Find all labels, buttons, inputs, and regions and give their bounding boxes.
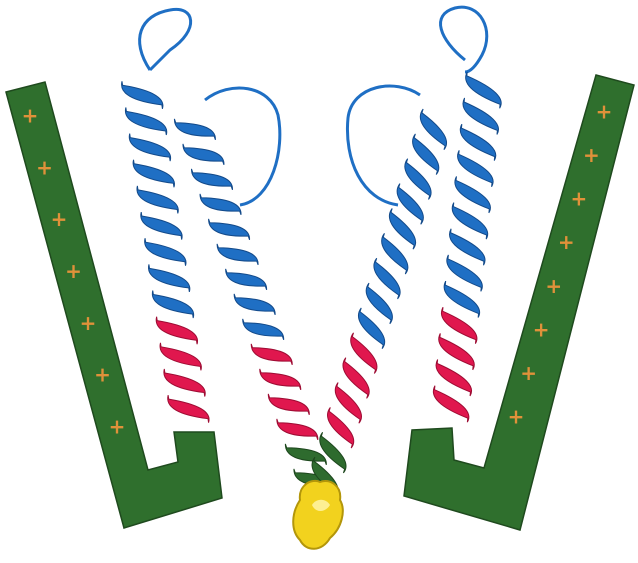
positive-charge-sign: + [36,155,53,179]
positive-charge-sign: + [558,230,575,254]
positive-charge-sign: + [596,100,613,124]
positive-charge-sign: + [583,143,600,167]
positive-charge-sign: + [533,317,550,341]
positive-charge-sign: + [545,274,562,298]
positive-charge-sign: + [51,207,68,231]
positive-charge-sign: + [80,311,97,335]
positive-charge-sign: + [109,415,126,439]
positive-charge-sign: + [65,259,82,283]
positive-charge-sign: + [570,187,587,211]
positive-charge-sign: + [22,104,39,128]
positive-charge-sign: + [508,405,525,429]
positive-charge-sign: + [520,361,537,385]
positive-charge-sign: + [94,363,111,387]
